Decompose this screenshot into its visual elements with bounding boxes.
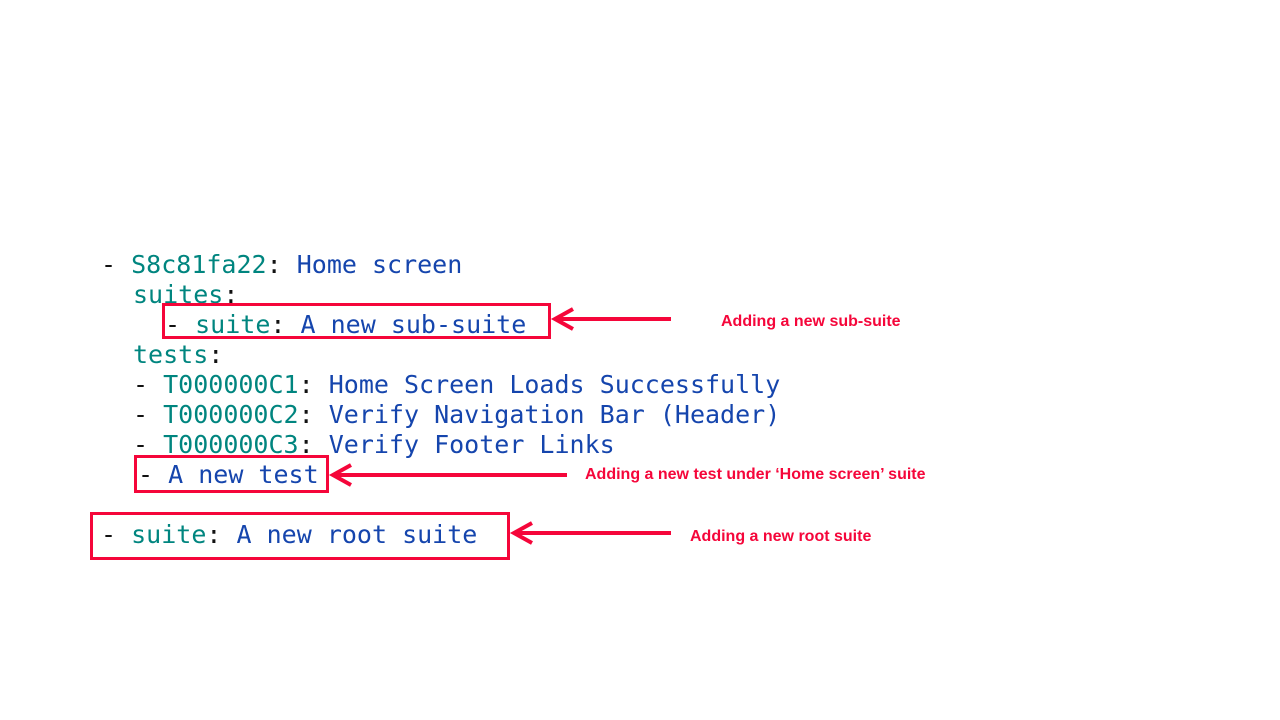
test-line: - T000000C2: Verify Navigation Bar (Head… bbox=[133, 400, 780, 430]
highlight-box-sub-suite bbox=[162, 303, 551, 339]
test-id: T000000C2 bbox=[163, 400, 299, 429]
list-dash: - bbox=[138, 460, 154, 489]
arrow-left-icon bbox=[550, 307, 671, 331]
tests-keyword: tests bbox=[133, 340, 209, 369]
new-root-suite-line: - suite: A new root suite bbox=[101, 520, 477, 550]
colon: : bbox=[298, 430, 314, 459]
suite-key: suite bbox=[131, 520, 207, 549]
colon: : bbox=[298, 370, 314, 399]
colon: : bbox=[298, 400, 314, 429]
test-line: - T000000C1: Home Screen Loads Successfu… bbox=[133, 370, 780, 400]
suite-name: Home screen bbox=[296, 250, 463, 279]
sub-suite-line: - suite: A new sub-suite bbox=[165, 310, 526, 340]
list-dash: - bbox=[133, 370, 149, 399]
highlight-box-new-test bbox=[134, 455, 329, 493]
test-name: Verify Navigation Bar (Header) bbox=[328, 400, 781, 429]
annotation-sub-suite: Adding a new sub-suite bbox=[721, 313, 901, 330]
new-test-name: A new test bbox=[168, 460, 319, 489]
colon: : bbox=[208, 340, 224, 369]
test-name: Verify Footer Links bbox=[328, 430, 615, 459]
test-line: - T000000C3: Verify Footer Links bbox=[133, 430, 615, 460]
arrow-left-icon bbox=[509, 521, 671, 545]
tests-keyword-line: tests: bbox=[133, 340, 223, 370]
arrow-left-icon bbox=[328, 463, 567, 487]
colon: : bbox=[206, 520, 222, 549]
list-dash: - bbox=[165, 310, 181, 339]
new-test-line: - A new test bbox=[138, 460, 319, 490]
list-dash: - bbox=[133, 400, 149, 429]
suite-id: S8c81fa22 bbox=[131, 250, 267, 279]
new-root-suite-name: A new root suite bbox=[236, 520, 478, 549]
list-dash: - bbox=[133, 430, 149, 459]
colon: : bbox=[270, 310, 286, 339]
annotation-new-test: Adding a new test under ‘Home screen’ su… bbox=[585, 466, 926, 483]
test-id: T000000C3 bbox=[163, 430, 299, 459]
list-dash: - bbox=[101, 250, 117, 279]
colon: : bbox=[266, 250, 282, 279]
suite-key: suite bbox=[195, 310, 271, 339]
suite-line-home-screen: - S8c81fa22: Home screen bbox=[101, 250, 462, 280]
highlight-box-new-root-suite bbox=[90, 512, 510, 560]
list-dash: - bbox=[101, 520, 117, 549]
sub-suite-name: A new sub-suite bbox=[300, 310, 527, 339]
annotation-new-root-suite: Adding a new root suite bbox=[690, 528, 872, 545]
test-id: T000000C1 bbox=[163, 370, 299, 399]
colon: : bbox=[223, 280, 239, 309]
test-name: Home Screen Loads Successfully bbox=[328, 370, 781, 399]
